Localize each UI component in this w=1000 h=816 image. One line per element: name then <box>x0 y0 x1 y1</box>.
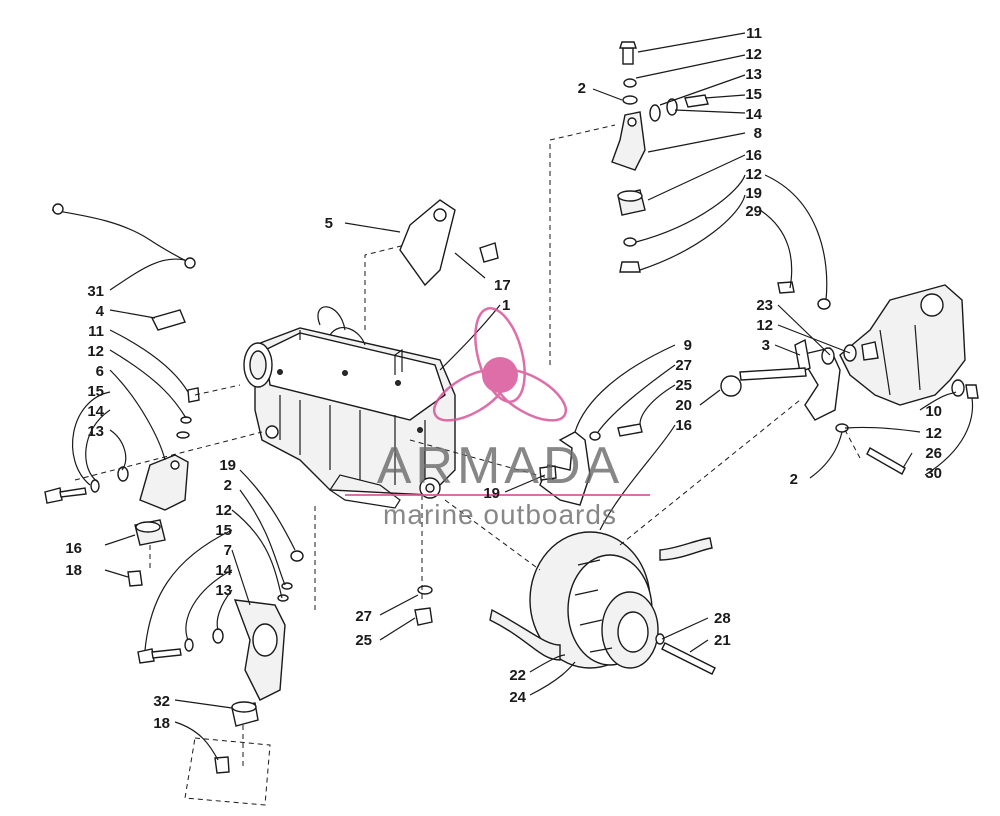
callout-14-lower: 14 <box>215 562 232 579</box>
callout-11-top: 11 <box>746 25 762 42</box>
callout-11-left: 11 <box>88 323 104 340</box>
callout-2-right: 2 <box>790 471 798 488</box>
drive-clutch <box>489 531 716 675</box>
callout-18-left: 18 <box>65 562 82 579</box>
callout-15-top: 15 <box>745 86 762 103</box>
callout-18-lower: 18 <box>153 715 170 732</box>
callout-1: 1 <box>502 297 510 314</box>
callout-12-right2: 12 <box>925 425 942 442</box>
callout-22: 22 <box>509 667 526 684</box>
callout-29: 29 <box>745 203 762 220</box>
cable-terminal-top <box>52 203 64 215</box>
callout-26: 26 <box>925 445 942 462</box>
right-bracket-assembly <box>720 281 979 475</box>
callout-12-left: 12 <box>87 343 104 360</box>
callout-9: 9 <box>684 337 692 354</box>
callout-23: 23 <box>756 297 773 314</box>
assembly-centerlines <box>74 124 861 770</box>
callout-15-left: 15 <box>87 383 104 400</box>
callout-17: 17 <box>494 277 511 294</box>
callout-7: 7 <box>224 542 232 559</box>
callout-20: 20 <box>675 397 692 414</box>
callout-12-top: 12 <box>745 46 762 63</box>
callout-27-mid: 27 <box>675 357 692 374</box>
brand-logo <box>345 307 650 496</box>
center-bracket <box>539 423 643 506</box>
callout-25-lower: 25 <box>355 632 372 649</box>
callout-13-top: 13 <box>745 66 762 83</box>
callout-8: 8 <box>754 125 762 142</box>
callout-15-lower: 15 <box>215 522 232 539</box>
lower-left-mount <box>137 550 433 806</box>
callout-5: 5 <box>325 215 333 232</box>
callout-30: 30 <box>925 465 942 482</box>
callout-12-top2: 12 <box>745 166 762 183</box>
callout-14-top: 14 <box>745 106 762 123</box>
callout-24: 24 <box>509 689 526 706</box>
callout-19-top: 19 <box>745 185 762 202</box>
watermark-brand: ARMADA <box>377 437 623 495</box>
cable-terminal-bottom <box>184 257 196 269</box>
callout-6: 6 <box>96 363 104 380</box>
leader-lines <box>72 32 974 761</box>
callout-12-right: 12 <box>756 317 773 334</box>
callout-31: 31 <box>87 283 104 300</box>
callout-2-top: 2 <box>578 80 586 97</box>
callout-19-mid: 19 <box>483 485 500 502</box>
callout-28: 28 <box>714 610 731 627</box>
callout-32: 32 <box>153 693 170 710</box>
callout-16-left: 16 <box>65 540 82 557</box>
callout-21: 21 <box>714 632 731 649</box>
engine-assembly <box>243 306 456 509</box>
callout-12-lower: 12 <box>215 502 232 519</box>
callout-16-top: 16 <box>745 147 762 164</box>
callout-27-lower: 27 <box>355 608 372 625</box>
callout-14-left: 14 <box>87 403 104 420</box>
watermark-tagline: marine outboards <box>383 499 617 530</box>
callout-13-lower: 13 <box>215 582 232 599</box>
callout-10: 10 <box>925 403 942 420</box>
callout-labels: 11 12 2 13 15 14 8 16 12 19 29 5 17 1 31… <box>65 25 942 732</box>
callout-25-mid: 25 <box>675 377 692 394</box>
callout-16-mid: 16 <box>675 417 692 434</box>
ground-cable <box>51 209 189 263</box>
left-mount-parts <box>44 199 499 587</box>
callout-4: 4 <box>96 303 105 320</box>
callout-3: 3 <box>762 337 770 354</box>
callout-19-lower: 19 <box>219 457 236 474</box>
upper-mount-stack <box>611 41 709 273</box>
callout-2-lower: 2 <box>224 477 232 494</box>
callout-13-left: 13 <box>87 423 104 440</box>
